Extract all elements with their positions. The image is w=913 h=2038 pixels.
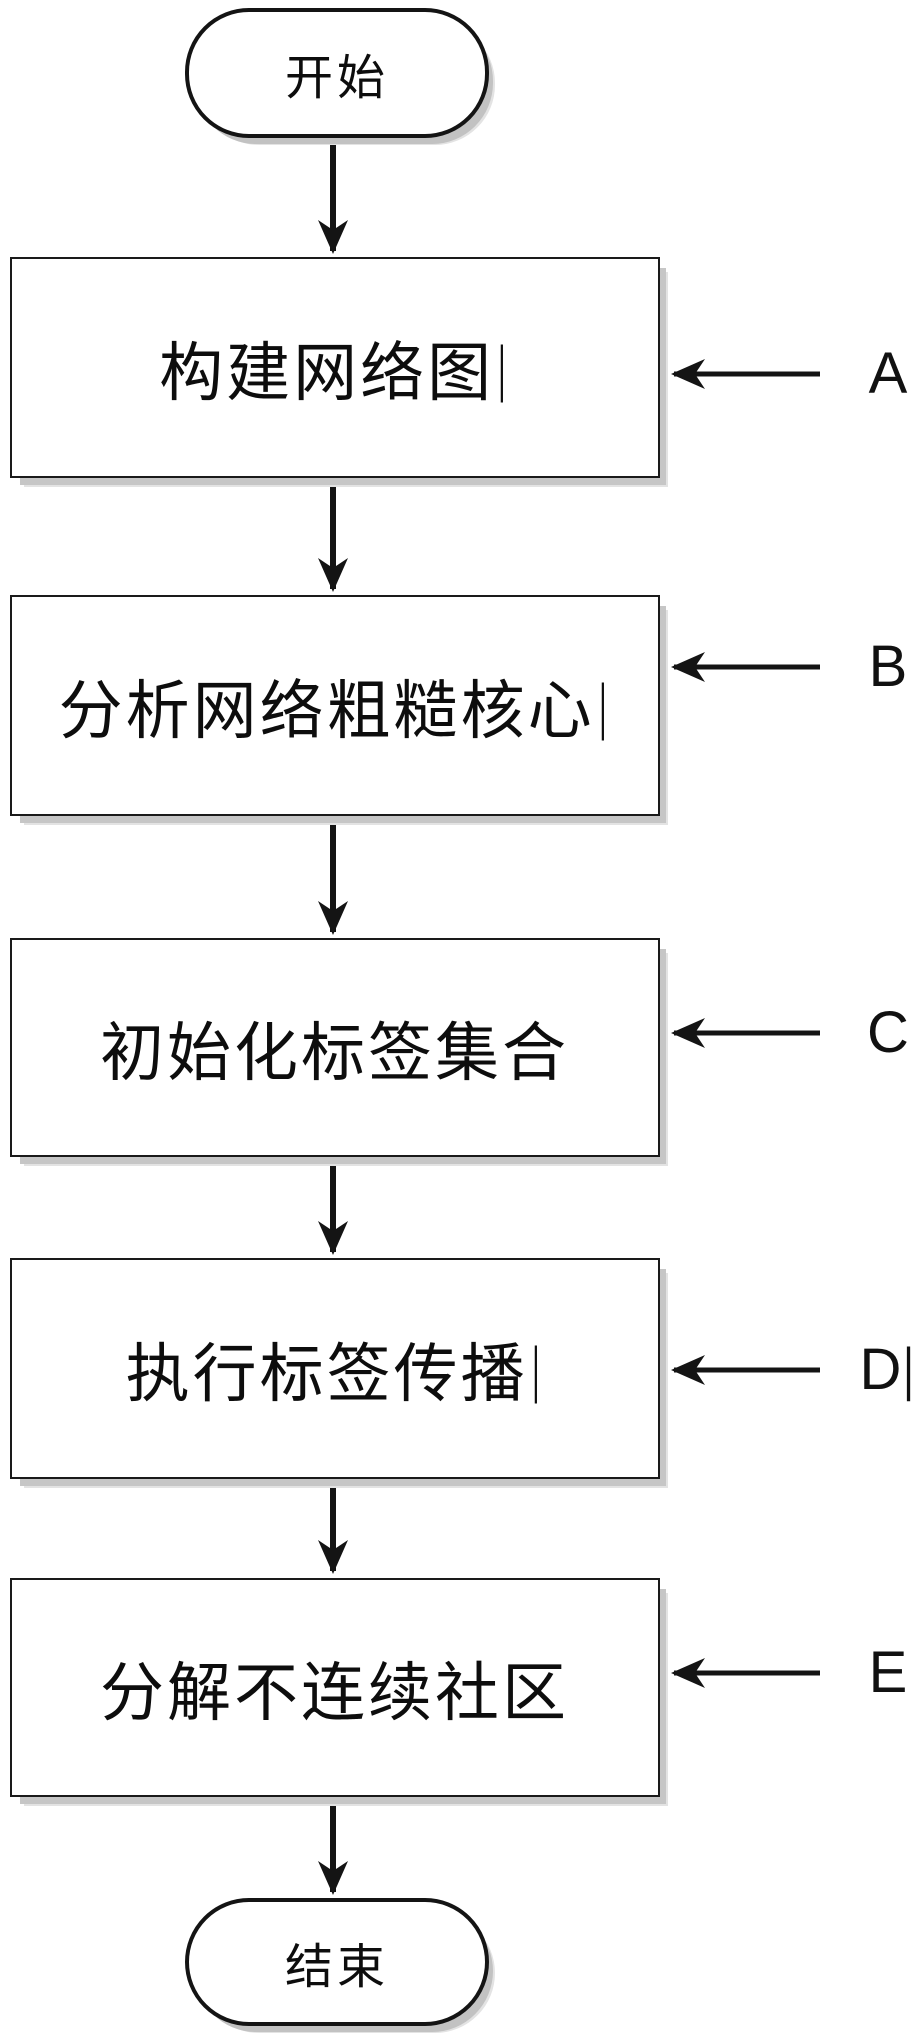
text-caret: | bbox=[530, 1332, 543, 1404]
step-label-b: 分析网络粗糙核心 bbox=[58, 675, 595, 747]
marker-letter: B bbox=[868, 634, 908, 699]
marker-label-a: A bbox=[846, 342, 913, 406]
marker-label-e: E bbox=[846, 1641, 913, 1705]
marker-letter: E bbox=[868, 1640, 908, 1705]
step-box-a[interactable]: 构建网络图| bbox=[10, 257, 660, 478]
marker-label-c: C bbox=[846, 1001, 913, 1065]
text-caret: | bbox=[597, 669, 610, 741]
marker-label-b: B bbox=[846, 635, 913, 699]
end-label: 结束 bbox=[284, 1941, 389, 1994]
end-node[interactable]: 结束 bbox=[185, 1898, 489, 2026]
step-box-d[interactable]: 执行标签传播| bbox=[10, 1258, 660, 1479]
start-label: 开始 bbox=[284, 52, 389, 105]
text-caret: | bbox=[497, 331, 509, 403]
step-box-b[interactable]: 分析网络粗糙核心| bbox=[10, 595, 660, 816]
marker-letter: A bbox=[868, 341, 908, 406]
marker-label-d: D| bbox=[846, 1338, 913, 1402]
step-label-a: 构建网络图 bbox=[159, 337, 495, 409]
step-label-e: 分解不连续社区 bbox=[100, 1657, 569, 1729]
step-box-e[interactable]: 分解不连续社区 bbox=[10, 1578, 660, 1797]
step-label-d: 执行标签传播 bbox=[125, 1338, 528, 1410]
marker-letter: C bbox=[867, 1000, 909, 1065]
step-label-c: 初始化标签集合 bbox=[100, 1017, 569, 1089]
start-node[interactable]: 开始 bbox=[185, 8, 489, 138]
marker-letter: D bbox=[859, 1337, 902, 1402]
step-box-c[interactable]: 初始化标签集合 bbox=[10, 938, 660, 1157]
text-caret: | bbox=[904, 1338, 913, 1402]
